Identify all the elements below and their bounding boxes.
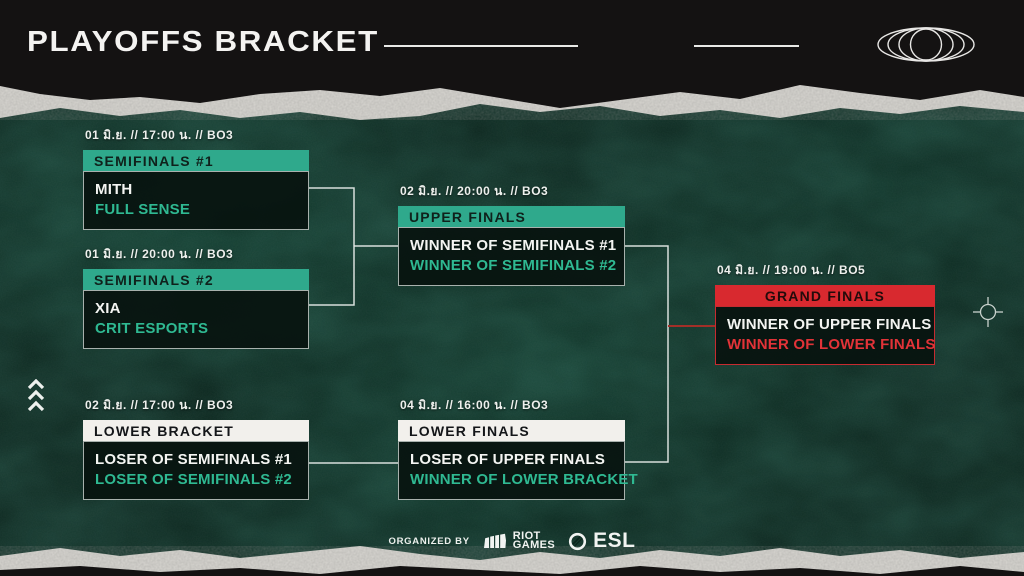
team-slot-2: CRIT ESPORTS xyxy=(95,320,209,337)
globe-icon xyxy=(877,27,975,62)
match-lower-bracket: 02 มิ.ย. // 17:00 น. // BO3 LOWER BRACKE… xyxy=(83,398,309,500)
match-title: SEMIFINALS #2 xyxy=(83,269,309,290)
match-slots: WINNER OF SEMIFINALS #1 WINNER OF SEMIFI… xyxy=(398,227,625,286)
match-schedule: 02 มิ.ย. // 20:00 น. // BO3 xyxy=(400,184,549,198)
match-semifinals-2: 01 มิ.ย. // 20:00 น. // BO3 SEMIFINALS #… xyxy=(83,247,309,349)
match-slots: WINNER OF UPPER FINALS WINNER OF LOWER F… xyxy=(715,306,935,365)
match-schedule: 01 มิ.ย. // 17:00 น. // BO3 xyxy=(85,128,234,142)
header-accent-line xyxy=(694,45,799,47)
match-title: GRAND FINALS xyxy=(715,285,935,306)
team-slot-1: LOSER OF SEMIFINALS #1 xyxy=(95,451,292,468)
match-slots: XIA CRIT ESPORTS xyxy=(83,290,309,349)
esl-circle-icon xyxy=(569,532,587,550)
match-slots: LOSER OF UPPER FINALS WINNER OF LOWER BR… xyxy=(398,441,638,500)
esl-wordmark: ESL xyxy=(593,529,636,552)
match-title: LOWER BRACKET xyxy=(83,420,309,441)
team-slot-2: WINNER OF SEMIFINALS #2 xyxy=(410,257,617,274)
match-slots: MITH FULL SENSE xyxy=(83,171,309,230)
team-slot-2: WINNER OF LOWER BRACKET xyxy=(410,471,638,488)
esl-logo: ESL xyxy=(568,529,635,553)
match-title: UPPER FINALS xyxy=(398,206,625,227)
match-schedule: 04 มิ.ย. // 16:00 น. // BO3 xyxy=(400,398,549,412)
riot-word-line1: RIOT xyxy=(512,529,541,542)
riot-games-logo: RIOT GAMES xyxy=(483,529,556,551)
match-grand-finals: 04 มิ.ย. // 19:00 น. // BO5 GRAND FINALS… xyxy=(715,263,935,365)
page-title: PLAYOFFS BRACKET xyxy=(27,26,379,58)
match-semifinals-1: 01 มิ.ย. // 17:00 น. // BO3 SEMIFINALS #… xyxy=(83,128,309,230)
match-title: LOWER FINALS xyxy=(398,420,625,441)
match-title: SEMIFINALS #1 xyxy=(83,150,309,171)
team-slot-2: LOSER OF SEMIFINALS #2 xyxy=(95,471,292,488)
riot-games-fist-icon xyxy=(483,533,506,548)
team-slot-2: WINNER OF LOWER FINALS xyxy=(727,336,936,353)
match-schedule: 04 มิ.ย. // 19:00 น. // BO5 xyxy=(717,263,866,277)
team-slot-1: WINNER OF UPPER FINALS xyxy=(727,316,932,333)
triple-chevron-up-icon xyxy=(27,379,45,412)
riot-word-line2: GAMES xyxy=(512,539,556,551)
match-slots: LOSER OF SEMIFINALS #1 LOSER OF SEMIFINA… xyxy=(83,441,309,500)
riot-games-wordmark: RIOT GAMES xyxy=(512,529,556,551)
team-slot-2: FULL SENSE xyxy=(95,201,191,218)
team-slot-1: XIA xyxy=(95,300,121,317)
match-schedule: 02 มิ.ย. // 17:00 น. // BO3 xyxy=(85,398,234,412)
match-upper-finals: 02 มิ.ย. // 20:00 น. // BO3 UPPER FINALS… xyxy=(398,184,625,286)
organizers-footer: ORGANIZED BY RIOT GAMES ESL xyxy=(0,524,1024,558)
match-schedule: 01 มิ.ย. // 20:00 น. // BO3 xyxy=(85,247,234,261)
title-rule-line xyxy=(384,45,578,47)
team-slot-1: LOSER OF UPPER FINALS xyxy=(410,451,606,468)
team-slot-1: MITH xyxy=(95,181,133,198)
organized-by-label: ORGANIZED BY xyxy=(388,535,470,547)
match-lower-finals: 04 มิ.ย. // 16:00 น. // BO3 LOWER FINALS… xyxy=(398,398,638,500)
team-slot-1: WINNER OF SEMIFINALS #1 xyxy=(410,237,617,254)
crosshair-icon xyxy=(973,297,1003,327)
